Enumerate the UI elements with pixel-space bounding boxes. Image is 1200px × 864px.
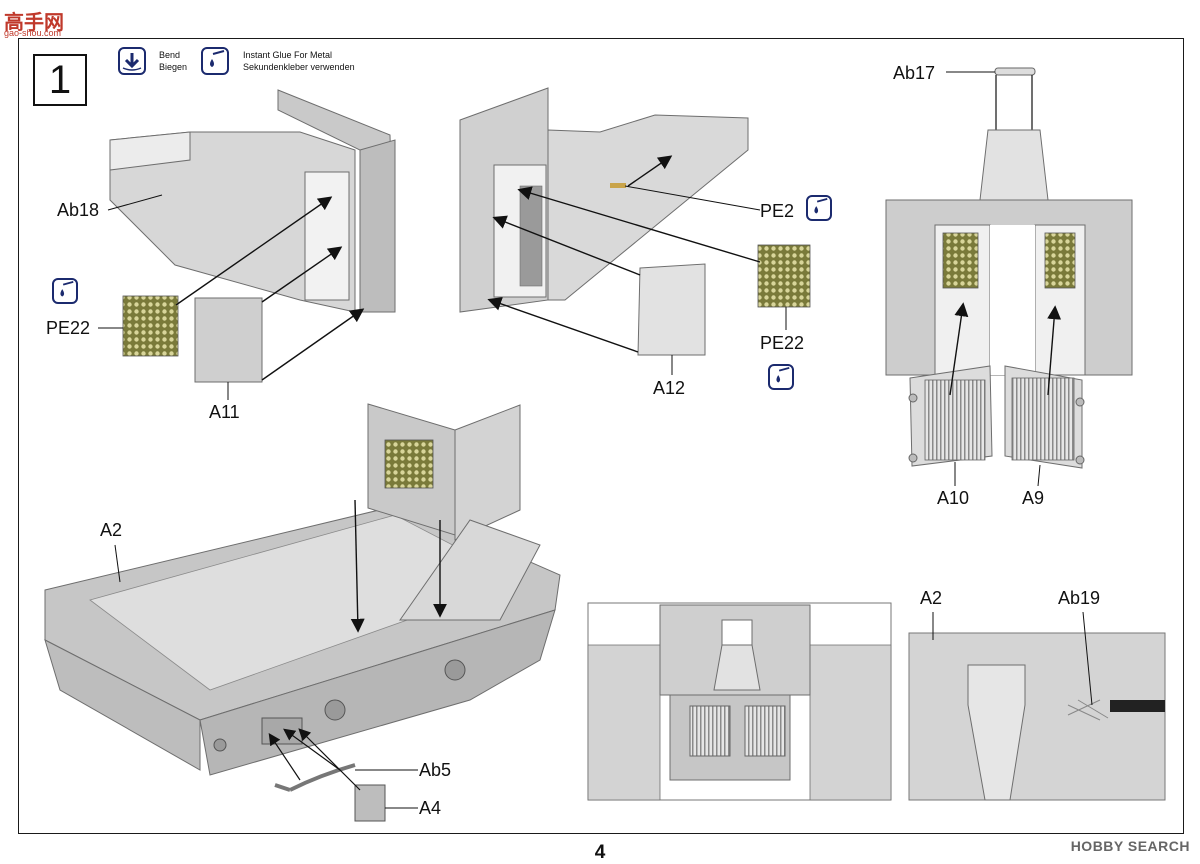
a12-shield-assembly <box>459 87 811 375</box>
ab18-shield-assembly <box>98 89 396 400</box>
label-pe22-right: PE22 <box>760 333 805 353</box>
glue-icon-pe22-left <box>52 278 78 304</box>
glue-label-de: Sekundenkleber verwenden <box>243 62 355 72</box>
label-ab17: Ab17 <box>893 63 936 83</box>
glue-label-en: Instant Glue For Metal <box>243 50 333 60</box>
rear-plate-assembly <box>885 67 1133 487</box>
label-a2-detail: A2 <box>920 588 943 608</box>
detail-view-right <box>908 611 1166 801</box>
glue-icon <box>201 47 229 75</box>
label-ab19: Ab19 <box>1058 588 1101 608</box>
label-ab18: Ab18 <box>57 200 100 220</box>
label-a11: A11 <box>209 402 240 422</box>
bend-label-de: Biegen <box>159 62 188 72</box>
glue-icon-pe22-right <box>768 364 794 390</box>
bend-label-en: Bend <box>159 50 181 60</box>
step-number: 1 <box>33 54 87 106</box>
label-a9: A9 <box>1022 488 1045 508</box>
label-a12: A12 <box>653 378 686 398</box>
label-pe2: PE2 <box>760 201 795 221</box>
label-a10: A10 <box>937 488 970 508</box>
detail-view-center <box>587 602 892 801</box>
glue-icon-pe2 <box>806 195 832 221</box>
page-frame <box>18 38 1184 834</box>
label-ab5: Ab5 <box>419 760 452 780</box>
watermark: HOBBY SEARCH <box>1070 838 1190 854</box>
label-a4: A4 <box>419 798 442 818</box>
bend-icon <box>118 47 146 75</box>
hull-a2-assembly <box>44 403 561 822</box>
label-a2-main: A2 <box>100 520 123 540</box>
site-logo: 高手网 <box>4 12 64 34</box>
label-pe22-left: PE22 <box>46 318 91 338</box>
page-number: 4 <box>594 842 606 863</box>
site-logo-url: gao-shou.com <box>4 28 62 38</box>
